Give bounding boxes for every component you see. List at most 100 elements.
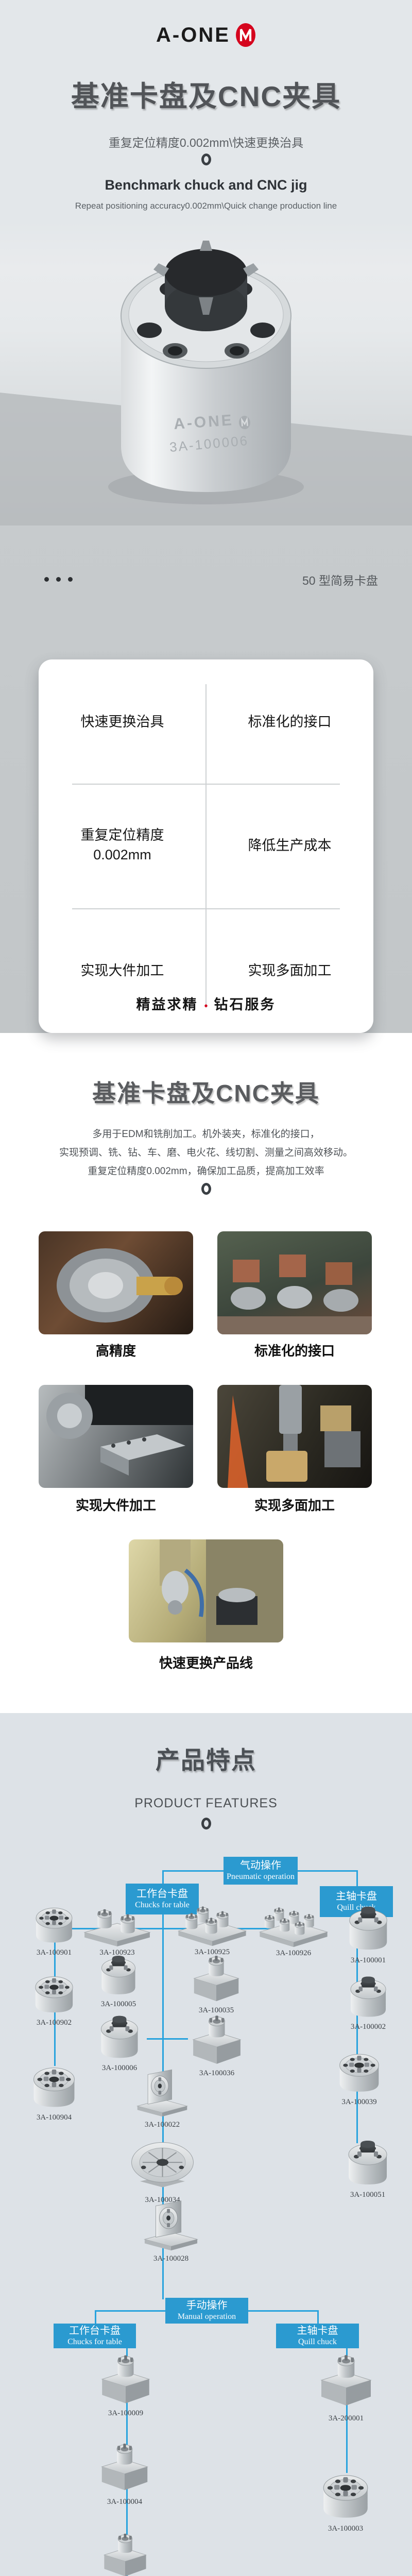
feature-item: 快速更换治具 [80,714,164,730]
divider-ring-icon [0,1818,412,1832]
product-image-3A-100035 [184,1954,248,2004]
connector-line [162,1870,225,1872]
product-image-3A-100901 [28,1903,80,1946]
intro-line-1: 多用于EDM和铣削加工。机外装夹，标准化的接口， [92,1129,320,1140]
photo-caption: 实现大件加工 [75,1498,156,1513]
product-image-3A-100923 [77,1906,157,1947]
card-horizontal-divider-1 [72,784,340,785]
svg-text:A-ONE: A-ONE [173,412,234,433]
connector-line [95,2310,165,2312]
page-title: 基准卡盘及CNC夹具 [71,80,341,112]
product-image-3A-100034 [125,2137,200,2194]
product-label: 3A-100022 [144,2121,180,2129]
page-title-en: Benchmark chuck and CNC jig [105,177,307,193]
product-label: 3A-100004 [107,2498,143,2506]
product-label: 3A-100902 [36,2019,72,2027]
product-image-3A-100028 [135,2196,207,2252]
product-label: 3A-100904 [36,2113,72,2122]
feature-item: 实现大件加工 [80,963,164,978]
tagline-dot-icon: • [204,1001,208,1012]
intro-line-2: 实现预调、铣、钻、车、磨、电火花、线切割、测量之间高效移动。 [59,1147,353,1158]
product-label: 3A-100036 [199,2069,235,2077]
photo-caption: 标准化的接口 [254,1343,335,1359]
product-image-3A-100904 [26,2062,82,2111]
product-label: 3A-100901 [36,1948,72,1957]
connector-line [162,1870,164,1885]
brand-logo-text: A-ONE [156,23,230,46]
photo-caption: 高精度 [95,1343,136,1359]
product-image-3A-100925 [171,1905,253,1947]
product-image-3A-100003 [316,2469,375,2522]
connector-line [356,1917,358,2143]
product-image-3A-100001 [343,1903,393,1954]
photo-multi-face [217,1385,372,1488]
product-image-3A-100007 [91,2532,160,2576]
product-label: 3A-100002 [350,2023,386,2031]
connector-line [95,2310,96,2324]
photo-caption: 实现多面加工 [254,1498,335,1513]
hero-caption: 50 型简易卡盘 [302,574,378,587]
product-image-3A-100005 [94,1953,143,1998]
features-section-background [0,1713,412,2576]
tagline-left: 精益求精 [136,997,198,1012]
connector-line [54,1928,294,1929]
brand-logo: A-ONE [0,23,412,47]
product-label: 3A-100003 [328,2524,364,2533]
photo-caption: 快速更换产品线 [159,1655,253,1671]
divider-ring-icon [0,1183,412,1197]
intro-line-3: 重复定位精度0.002mm，确保加工品质，提高加工效率 [88,1166,324,1177]
product-label: 3A-100923 [99,1948,135,1957]
product-label: 3A-100001 [350,1956,386,1964]
product-label: 3A-100005 [100,2000,136,2008]
product-label: 3A-100006 [101,2064,138,2072]
product-image-3A-100039 [332,2048,386,2096]
connector-line [298,1870,357,1872]
photo-large-workpiece [39,1385,193,1488]
product-image-3A-100002 [344,1973,393,2021]
connector-line [346,2346,348,2473]
photo-quick-change-line [129,1539,283,1642]
feature-item: 标准化的接口 [248,714,332,730]
features-subtitle: PRODUCT FEATURES [134,1796,278,1810]
card-horizontal-divider-2 [72,908,340,909]
page-subtitle: 重复定位精度0.002mm\快速更换治具 [108,136,304,149]
tagline-right: 钻石服务 [214,997,276,1012]
product-label: 3A-100034 [145,2196,180,2204]
feature-card: 快速更换治具 标准化的接口 重复定位精度 0.002mm 降低生产成本 实现大件… [39,659,373,1033]
connector-line [248,2310,319,2312]
hero-product-image: A-ONE 3A-100006 [108,241,304,504]
connector-line [147,2038,188,2040]
product-image-3A-100006 [94,2012,145,2062]
carousel-dots[interactable] [44,577,73,582]
brand-tagline: 精益求精 • 钻石服务 [0,993,412,1013]
product-label: 3A-100028 [153,2255,189,2263]
product-label: 3A-100009 [108,2409,144,2417]
product-label: 3A-100039 [341,2098,377,2106]
photo-high-precision [39,1231,193,1334]
product-label: 3A-100925 [194,1948,230,1956]
card-vertical-divider [205,684,207,1008]
divider-ring-icon [0,154,412,168]
product-image-3A-100009 [94,2352,157,2407]
feature-item: 降低生产成本 [248,838,332,853]
product-image-3A-100051 [339,2137,397,2189]
product-label: 3A-100926 [276,1949,312,1957]
product-label: 3A-200001 [328,2414,364,2422]
product-image-3A-100036 [183,2013,250,2067]
product-label: 3A-100051 [350,2191,386,2199]
feature-item: 重复定位精度 0.002mm [80,827,164,862]
product-image-3A-100902 [28,1971,80,2016]
page-subtitle-en: Repeat positioning accuracy0.002mm\Quick… [75,201,337,211]
product-image-3A-200001 [313,2349,379,2412]
product-image-3A-100022 [132,2065,193,2119]
connector-line [356,1870,358,1887]
intro-title: 基准卡盘及CNC夹具 [92,1080,320,1107]
feature-item: 实现多面加工 [248,963,332,978]
connector-line [317,2310,319,2324]
